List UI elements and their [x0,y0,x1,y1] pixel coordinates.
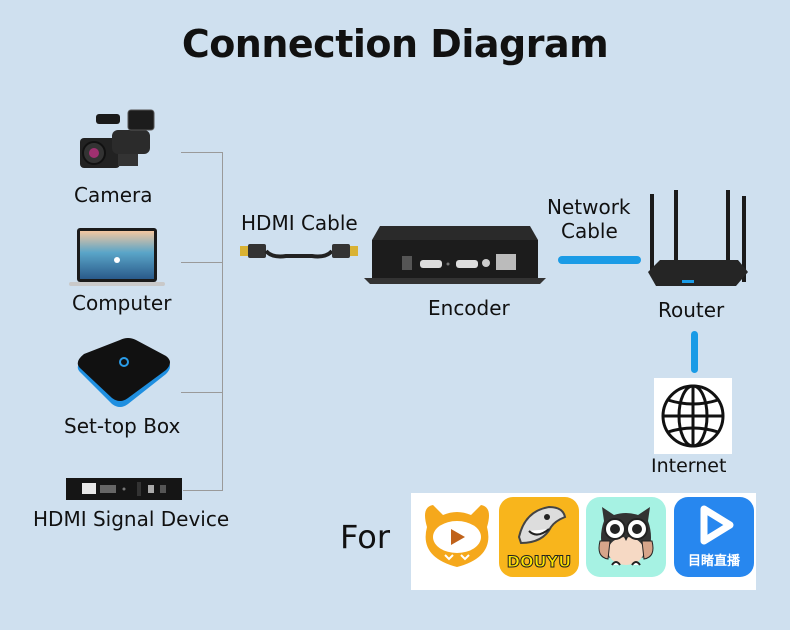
router-internet-line [691,331,698,373]
hdmi-cable-icon [238,240,360,262]
camera-label: Camera [74,183,153,207]
douyu-shark-app-icon[interactable]: DOUYU [499,497,579,577]
play-button-app-icon[interactable]: 目睹直播 [674,497,754,577]
connector-bracket [222,152,223,491]
page-title: Connection Diagram [181,22,609,66]
network-cable-label-line1: Network [547,195,631,219]
encoder-icon [362,222,548,286]
encoder-label: Encoder [428,296,510,320]
platform-apps-panel: DOUYU 目睹直播 [411,493,756,590]
connector-set-top-box [181,392,222,393]
douyu-text: DOUYU [507,552,571,571]
video-camera-icon [72,100,164,180]
laptop-icon [67,226,167,290]
owl-app-icon[interactable] [586,497,666,577]
router-label: Router [658,298,725,322]
hdmi-device-label: HDMI Signal Device [33,507,230,531]
hdmi-device-icon [66,478,182,500]
tiger-play-app-icon[interactable] [417,497,497,577]
set-top-box-icon [70,338,174,414]
computer-label: Computer [72,291,172,315]
mudu-text: 目睹直播 [688,553,741,569]
network-cable-line [558,256,641,264]
hdmi-cable-label: HDMI Cable [241,211,358,235]
connector-computer [181,262,222,263]
globe-icon [654,378,732,454]
set-top-box-label: Set-top Box [64,414,181,438]
network-cable-label-line2: Cable [561,219,618,243]
connector-hdmi-device [183,490,222,491]
internet-label: Internet [651,455,727,477]
connector-camera [181,152,222,153]
platforms-label: For [340,518,390,556]
router-icon [642,186,750,292]
